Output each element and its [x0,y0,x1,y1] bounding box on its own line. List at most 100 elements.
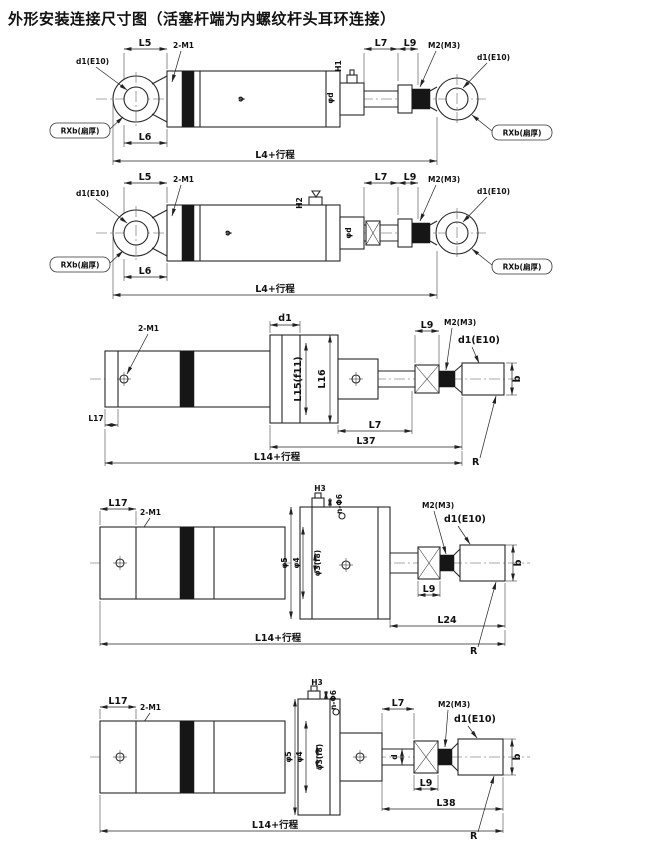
dim-label-2m1: 2-M1 [173,175,194,184]
dim-r: R [472,395,497,468]
dim-l9: L9 [397,172,419,219]
dim-b: b [505,544,524,582]
drawing-title: 外形安装连接尺寸图（活塞杆端为内螺纹杆头耳环连接） [8,10,396,28]
dim-phi3: φ3(f8) [313,550,322,576]
dim-label-l14: L14+行程 [255,632,302,644]
cylinder-body [166,204,341,262]
dim-m2: M2(M3) [419,175,460,222]
dim-2m1: 2-M1 [171,41,194,83]
dim-label-2m1: 2-M1 [173,41,194,50]
dim-l37: L37 [269,397,463,450]
dim-label-l14: L14+行程 [254,451,301,463]
dim-label-phi5: φ5 [280,557,289,568]
dim-phi3: φ3(f8) [315,744,324,770]
dim-l4-stroke: L4+行程 [112,237,438,299]
dim-d1-right: d1(E10) [462,187,510,223]
end-cap-hole [117,372,131,386]
dim-label-l15: L15(f11) [293,356,304,401]
thread-stub [438,370,456,388]
dim-label-l14: L14+行程 [252,819,299,831]
panel-3-flange-cylinder: 2-M1 d1 L15(f11) L16 L9 M2(M3) d1( [88,313,523,468]
dim-label-m2: M2(M3) [428,41,460,50]
dim-l14-stroke: L14+行程 [104,429,463,466]
front-flange [299,506,391,620]
dim-label-phi-bore: φ [236,96,245,102]
thread-stub [411,222,431,244]
dim-label-l9: L9 [404,38,417,49]
piston-rod [390,552,418,574]
dim-label-l7: L7 [375,172,388,183]
dim-label-d1-right: d1(E10) [477,53,510,62]
eye-ring-right [435,74,479,124]
end-cap-hole [113,750,127,764]
dim-label-phi4: φ4 [292,557,301,568]
dim-label-d: d [390,754,399,759]
end-cap-hole [113,556,127,570]
dim-label-h3: H3 [311,678,323,687]
cylinder-body [99,526,286,600]
dim-label-l9: L9 [421,320,434,331]
dim-label-l7: L7 [392,698,405,709]
dim-label-l6: L6 [139,132,152,143]
neck-left [151,75,168,123]
dim-l17: L17 [99,696,137,719]
dim-label-b: b [513,559,524,566]
dim-n-phi6: n-Φ6 [335,494,346,520]
dim-label-l38: L38 [436,798,456,809]
dim-l7: L7 [337,391,413,434]
dim-l6: L6 [123,125,168,147]
dim-label-l4: L4+行程 [255,283,295,295]
head-taper [453,548,461,578]
thread-stub [439,554,455,572]
dim-l6: L6 [123,259,168,281]
rod-block [339,732,383,782]
dim-b: b [503,738,523,776]
dim-l9: L9 [417,581,441,597]
port-fitting [307,685,321,700]
rod-coupler [397,218,413,248]
dim-label-phi3: φ3(f8) [313,550,322,576]
dim-label-b: b [512,753,523,760]
dim-l5: L5 [123,38,168,79]
dim-label-d1e10: d1(E10) [458,335,500,346]
dim-l9: L9 [414,320,440,369]
dim-label-d1-right: d1(E10) [477,187,510,196]
panel-5-front-flange-cylinder: L17 2-M1 H3 n-Φ6 [90,678,530,842]
dim-label-l5: L5 [139,172,152,183]
dim-label-h1: H1 [334,60,343,72]
dim-l7: L7 [381,698,415,747]
port-fitting [308,190,323,206]
dim-label-phi5: φ5 [284,751,293,762]
dim-label-l17: L17 [108,696,127,707]
panel-1-double-eye-cylinder: L5 2-M1 L7 L9 M2(M3) d1(E10) d1(E10) [49,38,553,165]
dim-l7: L7 [363,172,399,221]
panel-4-square-flange-cylinder: L17 2-M1 H3 [90,484,530,657]
dim-r: R [470,775,495,842]
dim-label-l7: L7 [369,420,382,431]
callout-label-rxb-left: RXb(扁厚) [61,260,100,270]
dim-label-r: R [472,457,480,468]
dim-d1-right: d1(E10) [462,53,510,89]
dim-label-m2: M2(M3) [438,700,470,709]
dim-m2: M2(M3) [422,501,454,555]
cylinder-body [166,70,341,128]
dim-label-m2: M2(M3) [428,175,460,184]
dim-label-r: R [470,646,478,657]
piston-rod [364,90,398,108]
neck-left [151,209,168,257]
dim-h3: H3 [311,678,328,700]
threaded-rod-head [457,738,504,776]
bolt-hole [332,708,340,716]
dim-label-l7: L7 [375,38,388,49]
dim-label-l37: L37 [356,436,375,447]
dim-label-l17: L17 [108,498,127,509]
dim-l4-stroke: L4+行程 [112,103,438,165]
dim-l14-stroke: L14+行程 [99,601,506,646]
rod-knuckle [365,220,381,246]
dim-label-phi-rod: φd [326,92,335,103]
rod-block [337,358,379,400]
dim-l9: L9 [397,38,419,85]
port-fitting [311,492,325,508]
dim-l9: L9 [413,775,439,791]
dim-label-d1-left: d1(E10) [76,57,109,66]
